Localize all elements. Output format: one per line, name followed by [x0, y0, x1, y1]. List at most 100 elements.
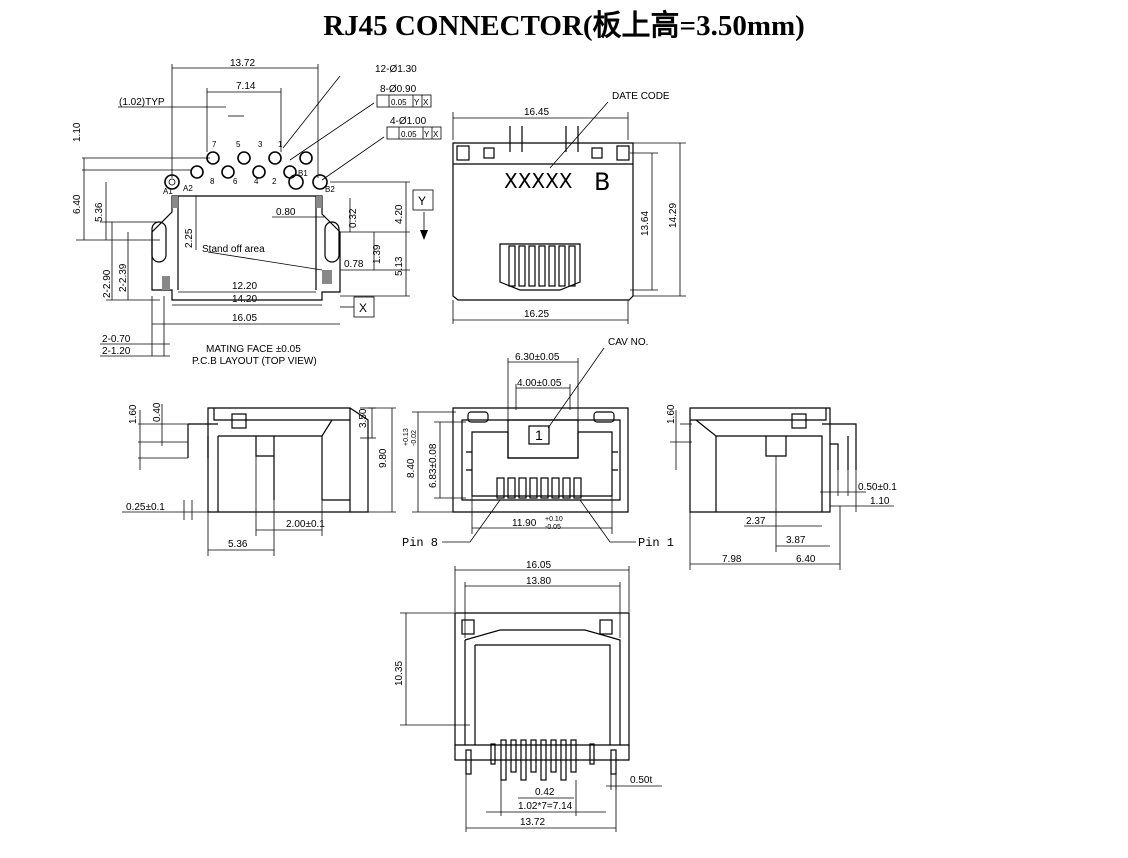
top-view-pins	[508, 245, 576, 287]
dim-14-20: 14.20	[232, 294, 257, 305]
cav-number: 1	[535, 427, 543, 443]
drawing-title: RJ45 CONNECTOR(板上高=3.50mm)	[323, 10, 805, 42]
dim-0-80: 0.80	[276, 207, 296, 218]
dim-16-05: 16.05	[232, 313, 257, 324]
tol-datum-y-1: Y	[414, 98, 420, 107]
date-code-label: DATE CODE	[612, 91, 670, 102]
standoff-hatch	[172, 196, 178, 208]
dim-typ: (1.02)TYP	[119, 97, 165, 108]
left-side-view: 1.60 0.40 3.50 9.80 0.25±0.1 2.00±0.1 5.…	[122, 402, 396, 556]
dim-5-36: 5.36	[94, 202, 105, 222]
tol-datum-x-2: X	[433, 130, 439, 139]
mating-face-caption: MATING FACE ±0.05	[206, 344, 301, 355]
dim-6-40-right: 6.40	[796, 554, 816, 565]
dim-2-2-90: 2-2.90	[102, 269, 113, 298]
dim-6-30: 6.30±0.05	[515, 352, 560, 363]
cav-label: CAV NO.	[608, 337, 648, 348]
dim-5-13: 5.13	[394, 256, 405, 276]
dim-1-60: 1.60	[128, 404, 139, 424]
dim-2-2-39: 2-2.39	[118, 263, 129, 292]
dim-12-20: 12.20	[232, 281, 257, 292]
pin-label-5: 5	[236, 140, 241, 149]
pin-label-8: 8	[210, 177, 215, 186]
datum-y: Y	[418, 194, 426, 208]
pin-label-b1: B1	[298, 169, 308, 178]
dim-13-80: 13.80	[526, 576, 551, 587]
pin-label-6: 6	[233, 177, 238, 186]
dim-0-40: 0.40	[152, 402, 163, 422]
pin-label-a1: A1	[163, 187, 173, 196]
mount-slot-right	[324, 221, 340, 263]
dim-14-29: 14.29	[668, 203, 679, 228]
dim-8-40-minus: -0.02	[411, 430, 418, 446]
dim-16-45: 16.45	[524, 107, 549, 118]
dim-10-35: 10.35	[394, 661, 405, 686]
dim-4-20: 4.20	[394, 204, 405, 224]
pin-label-4: 4	[254, 177, 259, 186]
dim-11-90-plus: +0.10	[545, 516, 563, 523]
dim-7-98: 7.98	[722, 554, 742, 565]
tol-value-1: 0.05	[391, 98, 407, 107]
dim-16-25: 16.25	[524, 309, 549, 320]
dim-13-72-bottom: 13.72	[520, 817, 545, 828]
dim-13-64: 13.64	[640, 211, 651, 236]
bottom-view: 16.05 13.80 10.35 0.50t 0.42 1.02*7=7.14…	[394, 560, 662, 832]
dim-9-80: 9.80	[378, 448, 389, 468]
dim-2-25: 2.25	[184, 228, 195, 248]
hole-spec-1: 12-Ø1.30	[375, 64, 417, 75]
dim-1-10-right: 1.10	[870, 496, 890, 507]
top-view: 16.45 16.25 13.64 14.29 DATE CODE XXXXX …	[452, 91, 686, 324]
dim-pitch: 1.02*7=7.14	[518, 801, 573, 812]
pin-holes	[164, 151, 328, 190]
hole-spec-3: 4-Ø1.00	[390, 116, 427, 127]
pin-label-a2: A2	[183, 184, 193, 193]
datum-x: X	[359, 301, 367, 315]
cav-number-box	[528, 425, 550, 445]
dim-0-32: 0.32	[348, 208, 359, 228]
pin-label-3: 3	[258, 140, 263, 149]
pcb-layout-view: 13.72 7.14 (1.02)TYP 12-Ø1.30 8-Ø0.90 0.…	[72, 58, 442, 367]
standoff-hatch	[316, 196, 322, 208]
dim-3-50: 3.50	[358, 408, 369, 428]
standoff-label: Stand off area	[202, 244, 265, 255]
dim-11-90: 11.90	[512, 518, 537, 529]
right-side-view: 1.60 0.50±0.1 1.10 2.37 3.87 7.98 6.40	[666, 404, 897, 570]
dim-8-40-plus: +0.13	[403, 428, 410, 446]
hole-spec-2: 8-Ø0.90	[380, 84, 417, 95]
dim-0-78: 0.78	[344, 259, 364, 270]
pin-label-1: 1	[278, 140, 283, 149]
pcb-layout-caption: P.C.B LAYOUT (TOP VIEW)	[192, 356, 317, 367]
pin-label-b2: B2	[325, 185, 335, 194]
mount-slot-left	[151, 221, 167, 263]
dim-2-0-70: 2-0.70	[102, 334, 131, 345]
dim-6-40: 6.40	[72, 194, 83, 214]
standoff-hatch	[322, 270, 332, 284]
dim-7-14: 7.14	[236, 81, 256, 92]
marking-code: XXXXX	[504, 169, 573, 193]
dim-3-87: 3.87	[786, 535, 806, 546]
marking-letter: B	[594, 168, 610, 196]
dim-5-36: 5.36	[228, 539, 248, 550]
pin1-label: Pin 1	[638, 536, 674, 550]
dim-8-40: 8.40	[406, 458, 417, 478]
standoff-hatch	[162, 276, 170, 290]
dim-1-10: 1.10	[72, 122, 83, 142]
dim-0-50t: 0.50t	[630, 775, 652, 786]
dim-4-00: 4.00±0.05	[517, 378, 562, 389]
front-view-contacts	[496, 477, 582, 499]
tol-value-2: 0.05	[401, 130, 417, 139]
tol-datum-x-1: X	[423, 98, 429, 107]
dim-1-39: 1.39	[372, 244, 383, 264]
dim-0-25: 0.25±0.1	[126, 502, 165, 513]
dim-0-50: 0.50±0.1	[858, 482, 897, 493]
dim-1-60-right: 1.60	[666, 404, 677, 424]
dim-2-00: 2.00±0.1	[286, 519, 325, 530]
dim-13-72: 13.72	[230, 58, 255, 69]
dim-16-05-bottom: 16.05	[526, 560, 551, 571]
pin-label-2: 2	[272, 177, 277, 186]
dim-2-37: 2.37	[746, 516, 766, 527]
dim-0-42: 0.42	[535, 787, 555, 798]
bottom-view-pins	[465, 739, 617, 781]
